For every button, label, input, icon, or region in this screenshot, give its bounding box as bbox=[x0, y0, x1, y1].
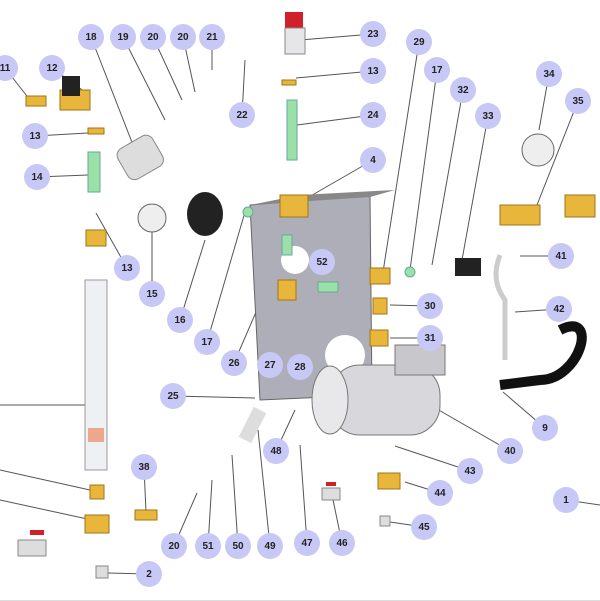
part-callout: 51 bbox=[195, 533, 221, 559]
part-callout: 9 bbox=[532, 415, 558, 441]
hose-connector bbox=[238, 406, 267, 444]
part-callout: 46 bbox=[329, 530, 355, 556]
part-callout: 48 bbox=[263, 438, 289, 464]
part-callout: 23 bbox=[360, 21, 386, 47]
part-callout: 27 bbox=[257, 352, 283, 378]
part-callout: 20 bbox=[161, 533, 187, 559]
part-callout: 30 bbox=[417, 293, 443, 319]
hose bbox=[499, 321, 587, 390]
part-callout: 17 bbox=[424, 57, 450, 83]
part-callout: 52 bbox=[309, 249, 335, 275]
part-callout: 42 bbox=[546, 296, 572, 322]
part-callout: 28 bbox=[287, 354, 313, 380]
part-callout: 21 bbox=[199, 24, 225, 50]
tube bbox=[493, 254, 508, 360]
part-callout: 35 bbox=[565, 88, 591, 114]
part-callout: 2 bbox=[136, 561, 162, 587]
part-callout: 20 bbox=[170, 24, 196, 50]
part-callout: 15 bbox=[139, 281, 165, 307]
pump-terminal-box bbox=[394, 344, 446, 376]
valve-handle bbox=[285, 12, 303, 28]
part-callout: 14 bbox=[24, 164, 50, 190]
part-callout: 13 bbox=[360, 58, 386, 84]
part-callout: 43 bbox=[457, 458, 483, 484]
pressure-switch bbox=[455, 258, 481, 276]
part-callout: 26 bbox=[221, 350, 247, 376]
part-callout: 4 bbox=[360, 147, 386, 173]
part-callout: 16 bbox=[167, 307, 193, 333]
part-callout: 19 bbox=[110, 24, 136, 50]
part-callout: 17 bbox=[194, 329, 220, 355]
part-callout: 47 bbox=[294, 530, 320, 556]
part-callout: 49 bbox=[257, 533, 283, 559]
part-callout: 29 bbox=[406, 29, 432, 55]
gauge-cover bbox=[187, 192, 223, 236]
part-callout: 38 bbox=[131, 454, 157, 480]
part-callout: 13 bbox=[114, 255, 140, 281]
camlock-adapter bbox=[116, 134, 164, 181]
part-callout: 32 bbox=[450, 77, 476, 103]
pressure-gauge bbox=[137, 203, 167, 233]
pressure-gauge-2 bbox=[521, 133, 555, 167]
part-callout: 18 bbox=[78, 24, 104, 50]
valve-knob bbox=[62, 76, 80, 96]
part-callout: 25 bbox=[160, 383, 186, 409]
ball-valve bbox=[17, 539, 47, 557]
part-callout: 40 bbox=[497, 438, 523, 464]
part-callout: 12 bbox=[39, 55, 65, 81]
part-callout: 33 bbox=[475, 103, 501, 129]
sight-tube bbox=[84, 279, 108, 471]
brass-fittings bbox=[25, 79, 596, 534]
part-callout: 1 bbox=[553, 487, 579, 513]
part-callout: 44 bbox=[427, 480, 453, 506]
drain-plug bbox=[95, 565, 109, 579]
part-callout: 31 bbox=[417, 325, 443, 351]
part-callout: 11 bbox=[0, 55, 18, 81]
part-callout: 50 bbox=[225, 533, 251, 559]
pipe-nipples bbox=[87, 99, 416, 293]
part-callout: 20 bbox=[140, 24, 166, 50]
part-callout: 45 bbox=[411, 514, 437, 540]
part-callout: 22 bbox=[229, 102, 255, 128]
part-callout: 24 bbox=[360, 102, 386, 128]
part-callout: 41 bbox=[548, 243, 574, 269]
part-callout: 13 bbox=[22, 123, 48, 149]
part-callout: 34 bbox=[536, 61, 562, 87]
